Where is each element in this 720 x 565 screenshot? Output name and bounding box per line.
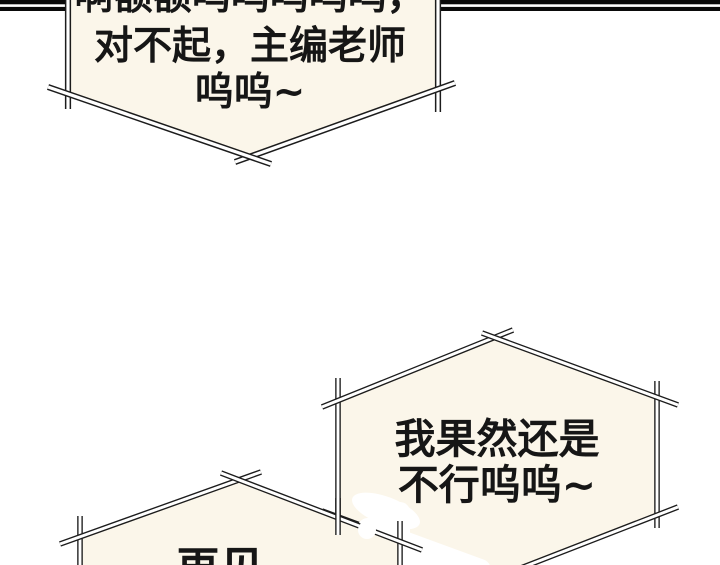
speech-bubble-middle: 我果然还是 不行呜呜~ (320, 327, 680, 565)
bubble-bottom-top-left-edge-core (59, 470, 262, 546)
bubble-top-bottom-left-edge-core (47, 85, 272, 166)
bubble-middle-text-line-1: 我果然还是 (395, 415, 600, 463)
bubble-middle-bottom-right-edge-core (524, 505, 679, 565)
bubble-middle-top-right-edge-core (481, 331, 679, 407)
bubble-middle-fill (338, 337, 658, 565)
bubble-middle-text-line-2: 不行呜呜~ (398, 461, 596, 509)
bubble-top-text-line-3: 呜呜~ (195, 70, 306, 115)
bubble-bottom-top-right-edge-core (220, 471, 423, 552)
bubble-top-bottom-right-edge-core (234, 81, 456, 164)
bubble-bottom-fill (80, 480, 400, 565)
bubble-bottom-text-line-1: 再见 (176, 543, 264, 565)
bubble-middle-top-left-edge-core (321, 328, 514, 409)
speech-bubble-top: 啊额额呜呜呜呜呜， 对不起，主编老师 呜呜~ (46, 0, 457, 167)
bubble-top-text-line-1: 啊额额呜呜呜呜呜， (74, 0, 425, 19)
bubble-bottom-diag-gap (358, 521, 376, 539)
speech-bubble-bottom: 再见 (59, 460, 490, 565)
bubble-top-text-line-2: 对不起，主编老师 (94, 24, 406, 69)
bubble-top-fill (68, 0, 438, 157)
